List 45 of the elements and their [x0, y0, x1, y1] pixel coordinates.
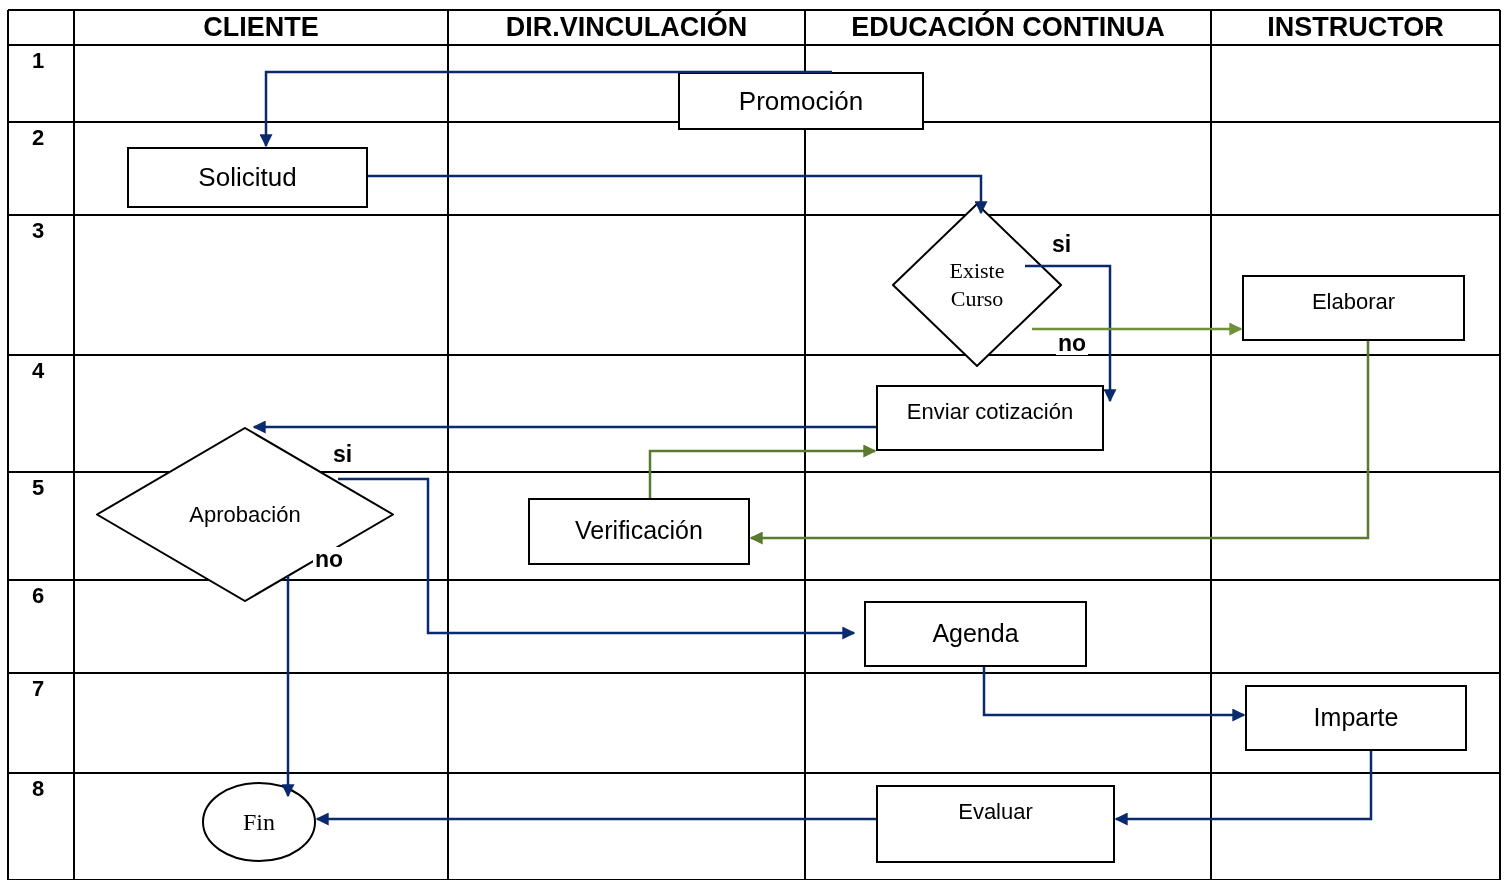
row-number: 1	[32, 48, 45, 74]
arrow	[1032, 322, 1243, 336]
process-box	[528, 498, 750, 565]
process-box	[864, 601, 1087, 667]
arrow	[982, 667, 1246, 722]
arrow	[1114, 751, 1373, 826]
process-box	[678, 72, 924, 130]
arrow	[648, 444, 877, 498]
decision-diamond	[96, 427, 394, 602]
node-label: Fin	[243, 808, 275, 837]
arrow	[749, 341, 1370, 545]
process-box	[1245, 685, 1467, 751]
column-header: DIR.VINCULACIÓN	[505, 10, 748, 44]
process-box	[876, 385, 1104, 451]
arrow	[1025, 264, 1117, 403]
node-label: Aprobación	[189, 501, 301, 529]
arrow	[338, 477, 856, 640]
node-label: Enviar cotización	[906, 398, 1074, 426]
column-header: EDUCACIÓN CONTINUA	[851, 10, 1165, 44]
row-number: 4	[32, 358, 45, 384]
node-label: Agenda	[932, 618, 1019, 649]
row-number: 8	[32, 776, 45, 802]
column-header: INSTRUCTOR	[1267, 11, 1444, 44]
process-box	[1242, 275, 1465, 341]
arrow	[259, 70, 832, 148]
node-label: Promoción	[738, 84, 864, 118]
row-number: 7	[32, 676, 45, 702]
arrow	[368, 174, 988, 215]
row-number: 5	[32, 475, 45, 501]
node-label: Elaborar	[1311, 288, 1396, 316]
node-label: Imparte	[1313, 702, 1399, 733]
arrow	[281, 576, 295, 798]
process-box	[876, 785, 1115, 863]
row-number: 2	[32, 125, 45, 151]
node-label: Solicitud	[198, 161, 297, 194]
node-label: Verificación	[575, 515, 703, 546]
arrow	[252, 420, 876, 434]
node-label: Existe Curso	[948, 257, 1006, 313]
node-label: Evaluar	[958, 798, 1033, 826]
terminal-ellipse	[202, 782, 316, 862]
column-header: CLIENTE	[203, 11, 319, 44]
row-number: 3	[32, 218, 45, 244]
arrow	[315, 812, 876, 826]
row-number: 6	[32, 583, 45, 609]
process-box	[127, 147, 368, 208]
